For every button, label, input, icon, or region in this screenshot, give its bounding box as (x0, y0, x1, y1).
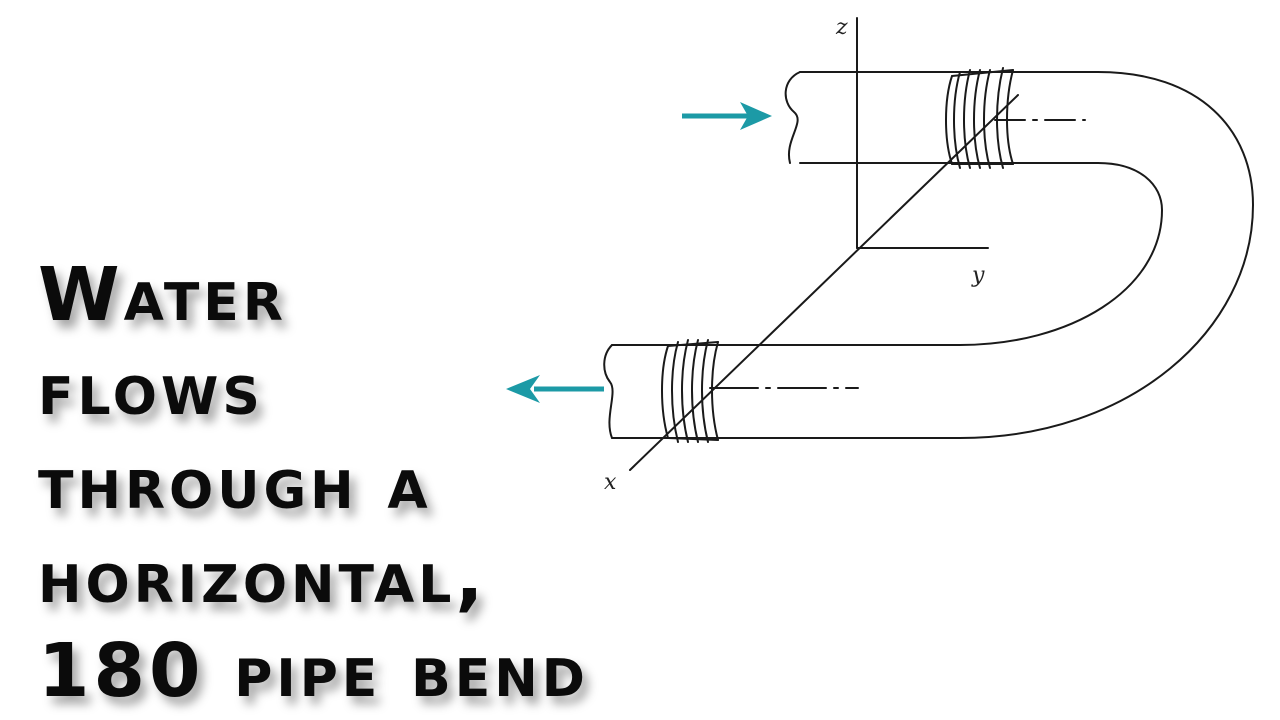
pipe-inner-edge (711, 162, 1163, 346)
title-line-3: through a (38, 440, 432, 526)
slide-title: Water flows through a horizontal, 180 pi… (38, 248, 589, 718)
title-line-4: horizontal, (38, 534, 488, 620)
title-line-2: flows (38, 346, 264, 432)
lower-pipe-end (603, 344, 614, 439)
x-axis-label: x (604, 470, 617, 495)
y-axis-label: y (971, 263, 985, 288)
upper-flange (945, 67, 1014, 169)
outlet-flow-arrow (506, 375, 604, 403)
z-axis-label: z (835, 15, 848, 40)
inlet-flow-arrow (682, 102, 772, 130)
x-axis (629, 94, 1019, 471)
upper-pipe-end (784, 71, 801, 164)
lower-flange (661, 339, 719, 443)
title-line-5: 180 pipe bend (38, 628, 589, 714)
upper-pipe-top-edge (711, 71, 1254, 439)
title-line-1: Water (38, 252, 287, 338)
